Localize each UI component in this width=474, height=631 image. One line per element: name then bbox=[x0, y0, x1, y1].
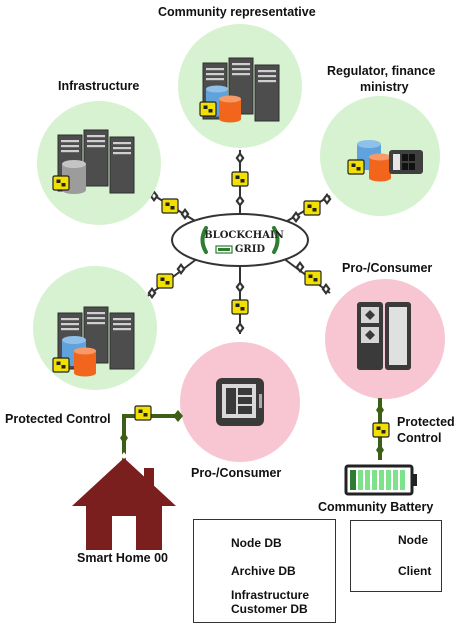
client-pro-consumer-right bbox=[325, 279, 445, 399]
lock-icon bbox=[199, 101, 217, 117]
legend-archive-db: Archive DB bbox=[231, 564, 296, 578]
label-pro-consumer-center: Pro-/Consumer bbox=[191, 466, 282, 480]
lock-icon bbox=[372, 422, 390, 438]
label-community-battery: Community Battery bbox=[318, 500, 434, 514]
community-battery-icon bbox=[344, 464, 417, 496]
hub-subtitle: GRID bbox=[235, 244, 266, 255]
legend-node: Node bbox=[398, 533, 428, 547]
label-regulator-line2: ministry bbox=[360, 80, 409, 94]
client-pro-consumer-center bbox=[180, 342, 300, 462]
legend-type bbox=[350, 520, 442, 592]
legend-infra-db-line2: Customer DB bbox=[231, 602, 308, 616]
label-regulator-line1: Regulator, finance bbox=[327, 64, 436, 78]
node-regulator bbox=[320, 96, 440, 216]
meter-cabinet-icon bbox=[357, 302, 411, 370]
legend-node-db: Node DB bbox=[231, 536, 282, 550]
node-community-representative bbox=[178, 24, 302, 148]
smart-meter-icon bbox=[216, 378, 264, 426]
label-protected-control-right-line1: Protected bbox=[397, 415, 455, 429]
label-pro-consumer-right: Pro-/Consumer bbox=[342, 261, 433, 275]
node-infrastructure bbox=[37, 101, 161, 225]
legend-client: Client bbox=[398, 564, 432, 578]
label-infrastructure: Infrastructure bbox=[58, 79, 140, 93]
protected-control-left-wiring bbox=[120, 405, 183, 466]
lock-icon bbox=[347, 159, 365, 175]
label-community-representative: Community representative bbox=[158, 5, 316, 19]
label-protected-control-left: Protected Control bbox=[5, 412, 111, 426]
legend-infra-db-line1: Infrastructure bbox=[231, 588, 310, 602]
node-db-icon bbox=[219, 95, 241, 123]
lock-icon bbox=[134, 405, 152, 421]
hub-title: BLOCKCHAIN bbox=[204, 230, 284, 241]
smart-home-icon bbox=[72, 458, 176, 550]
protected-control-right-wiring bbox=[372, 398, 390, 460]
lock-icon bbox=[52, 175, 70, 191]
device-panel-icon bbox=[389, 150, 423, 174]
label-smart-home: Smart Home 00 bbox=[77, 551, 169, 565]
blockchain-grid-hub: BLOCKCHAIN GRID bbox=[171, 213, 309, 267]
lock-icon bbox=[52, 357, 70, 373]
node-infrastructure-lower bbox=[33, 266, 157, 390]
node-db-icon bbox=[369, 153, 391, 182]
legend-db bbox=[193, 519, 336, 623]
label-protected-control-right-line2: Control bbox=[397, 431, 442, 445]
node-db-icon bbox=[74, 347, 96, 377]
